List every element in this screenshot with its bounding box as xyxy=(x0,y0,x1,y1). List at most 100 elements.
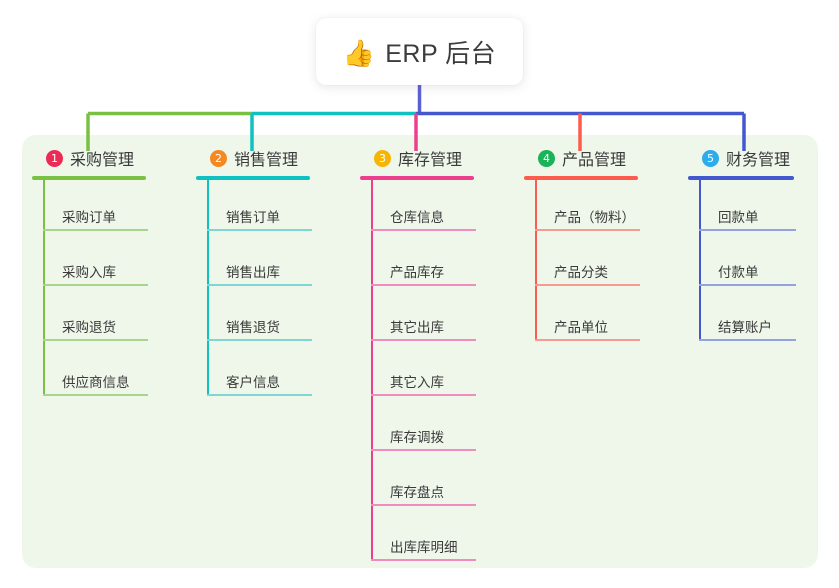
leaf-node[interactable]: 销售退货 xyxy=(196,290,344,345)
leaf-node-label: 回款单 xyxy=(718,210,759,225)
column-4: 4 产品管理产品（物料） 产品分类产品单位 xyxy=(524,146,672,345)
column-items: 仓库信息产品库存其它出库其它入库库存调拨库存盘点出库库明细 xyxy=(360,180,508,565)
column-1: 1 采购管理采购订单采购入库采购退货供应商信息 xyxy=(32,146,180,400)
leaf-node[interactable]: 其它出库 xyxy=(360,290,508,345)
leaf-node-underline xyxy=(43,284,148,286)
leaf-node[interactable]: 出库库明细 xyxy=(360,510,508,565)
leaf-node-label: 销售出库 xyxy=(226,265,280,280)
leaf-node-underline xyxy=(371,504,476,506)
column-header-3[interactable]: 3 库存管理 xyxy=(360,146,508,170)
leaf-node-label: 出库库明细 xyxy=(390,540,458,555)
leaf-node-underline xyxy=(43,229,148,231)
leaf-node[interactable]: 客户信息 xyxy=(196,345,344,400)
leaf-node-label: 付款单 xyxy=(718,265,759,280)
leaf-node-label: 仓库信息 xyxy=(390,210,444,225)
leaf-node-label: 库存调拨 xyxy=(390,430,444,445)
column-title: 产品管理 xyxy=(562,152,627,169)
column-badge-icon: 4 xyxy=(538,149,555,167)
column-rule xyxy=(688,176,794,180)
column-title: 库存管理 xyxy=(398,152,463,169)
column-5: 5 财务管理回款单付款单结算账户 xyxy=(688,146,828,345)
leaf-node-underline xyxy=(535,284,640,286)
leaf-node[interactable]: 付款单 xyxy=(688,235,828,290)
column-items: 回款单付款单结算账户 xyxy=(688,180,828,345)
leaf-node[interactable]: 库存盘点 xyxy=(360,455,508,510)
leaf-node-underline xyxy=(207,229,312,231)
leaf-node[interactable]: 回款单 xyxy=(688,180,828,235)
leaf-node-label: 采购退货 xyxy=(62,320,116,335)
leaf-node-underline xyxy=(371,229,476,231)
thumbs-up-icon: 👍 xyxy=(342,37,376,68)
column-3: 3 库存管理仓库信息产品库存其它出库其它入库库存调拨库存盘点出库库明细 xyxy=(360,146,508,565)
leaf-node-label: 销售退货 xyxy=(226,320,280,335)
column-header-5[interactable]: 5 财务管理 xyxy=(688,146,828,170)
leaf-node-underline xyxy=(371,394,476,396)
leaf-node-label: 产品（物料） xyxy=(554,210,635,225)
leaf-node[interactable]: 产品库存 xyxy=(360,235,508,290)
column-spine xyxy=(207,180,209,396)
column-rule xyxy=(524,176,638,180)
column-rule xyxy=(360,176,474,180)
leaf-node-underline xyxy=(207,394,312,396)
leaf-node[interactable]: 销售订单 xyxy=(196,180,344,235)
leaf-node[interactable]: 仓库信息 xyxy=(360,180,508,235)
leaf-node-underline xyxy=(699,284,796,286)
column-badge-icon: 3 xyxy=(374,149,391,167)
diagram-panel xyxy=(22,135,818,568)
leaf-node-label: 结算账户 xyxy=(718,320,772,335)
column-header-4[interactable]: 4 产品管理 xyxy=(524,146,672,170)
leaf-node-underline xyxy=(699,339,796,341)
column-title: 采购管理 xyxy=(70,152,135,169)
column-spine xyxy=(699,180,701,341)
root-node-card[interactable]: 👍 ERP 后台 xyxy=(316,18,523,85)
column-badge-icon: 1 xyxy=(46,149,63,167)
leaf-node[interactable]: 采购订单 xyxy=(32,180,180,235)
column-2: 2 销售管理销售订单销售出库销售退货客户信息 xyxy=(196,146,344,400)
leaf-node-label: 产品库存 xyxy=(390,265,444,280)
leaf-node[interactable]: 结算账户 xyxy=(688,290,828,345)
leaf-node[interactable]: 销售出库 xyxy=(196,235,344,290)
leaf-node-underline xyxy=(371,284,476,286)
leaf-node-label: 库存盘点 xyxy=(390,485,444,500)
column-spine xyxy=(371,180,373,561)
column-header-2[interactable]: 2 销售管理 xyxy=(196,146,344,170)
leaf-node-label: 采购入库 xyxy=(62,265,116,280)
leaf-node-label: 其它入库 xyxy=(390,375,444,390)
column-items: 产品（物料） 产品分类产品单位 xyxy=(524,180,672,345)
column-header-1[interactable]: 1 采购管理 xyxy=(32,146,180,170)
leaf-node[interactable]: 产品（物料） xyxy=(524,180,672,235)
leaf-node-underline xyxy=(535,229,640,231)
column-badge-icon: 5 xyxy=(702,149,719,167)
leaf-node[interactable]: 产品分类 xyxy=(524,235,672,290)
leaf-node[interactable]: 其它入库 xyxy=(360,345,508,400)
leaf-node-label: 供应商信息 xyxy=(62,375,130,390)
column-badge-icon: 2 xyxy=(210,149,227,167)
column-items: 销售订单销售出库销售退货客户信息 xyxy=(196,180,344,400)
leaf-node-underline xyxy=(43,394,148,396)
column-rule xyxy=(32,176,146,180)
leaf-node-label: 其它出库 xyxy=(390,320,444,335)
leaf-node-underline xyxy=(371,559,476,561)
leaf-node[interactable]: 产品单位 xyxy=(524,290,672,345)
column-spine xyxy=(43,180,45,396)
column-title: 销售管理 xyxy=(234,152,299,169)
leaf-node-label: 产品单位 xyxy=(554,320,608,335)
column-items: 采购订单采购入库采购退货供应商信息 xyxy=(32,180,180,400)
column-title: 财务管理 xyxy=(726,152,791,169)
leaf-node-underline xyxy=(371,449,476,451)
leaf-node-underline xyxy=(535,339,640,341)
leaf-node-label: 产品分类 xyxy=(554,265,608,280)
column-spine xyxy=(535,180,537,341)
leaf-node-label: 采购订单 xyxy=(62,210,116,225)
leaf-node[interactable]: 库存调拨 xyxy=(360,400,508,455)
leaf-node-underline xyxy=(43,339,148,341)
leaf-node[interactable]: 采购退货 xyxy=(32,290,180,345)
leaf-node[interactable]: 采购入库 xyxy=(32,235,180,290)
leaf-node-label: 客户信息 xyxy=(226,375,280,390)
leaf-node[interactable]: 供应商信息 xyxy=(32,345,180,400)
leaf-node-label: 销售订单 xyxy=(226,210,280,225)
leaf-node-underline xyxy=(371,339,476,341)
leaf-node-underline xyxy=(207,284,312,286)
leaf-node-underline xyxy=(207,339,312,341)
